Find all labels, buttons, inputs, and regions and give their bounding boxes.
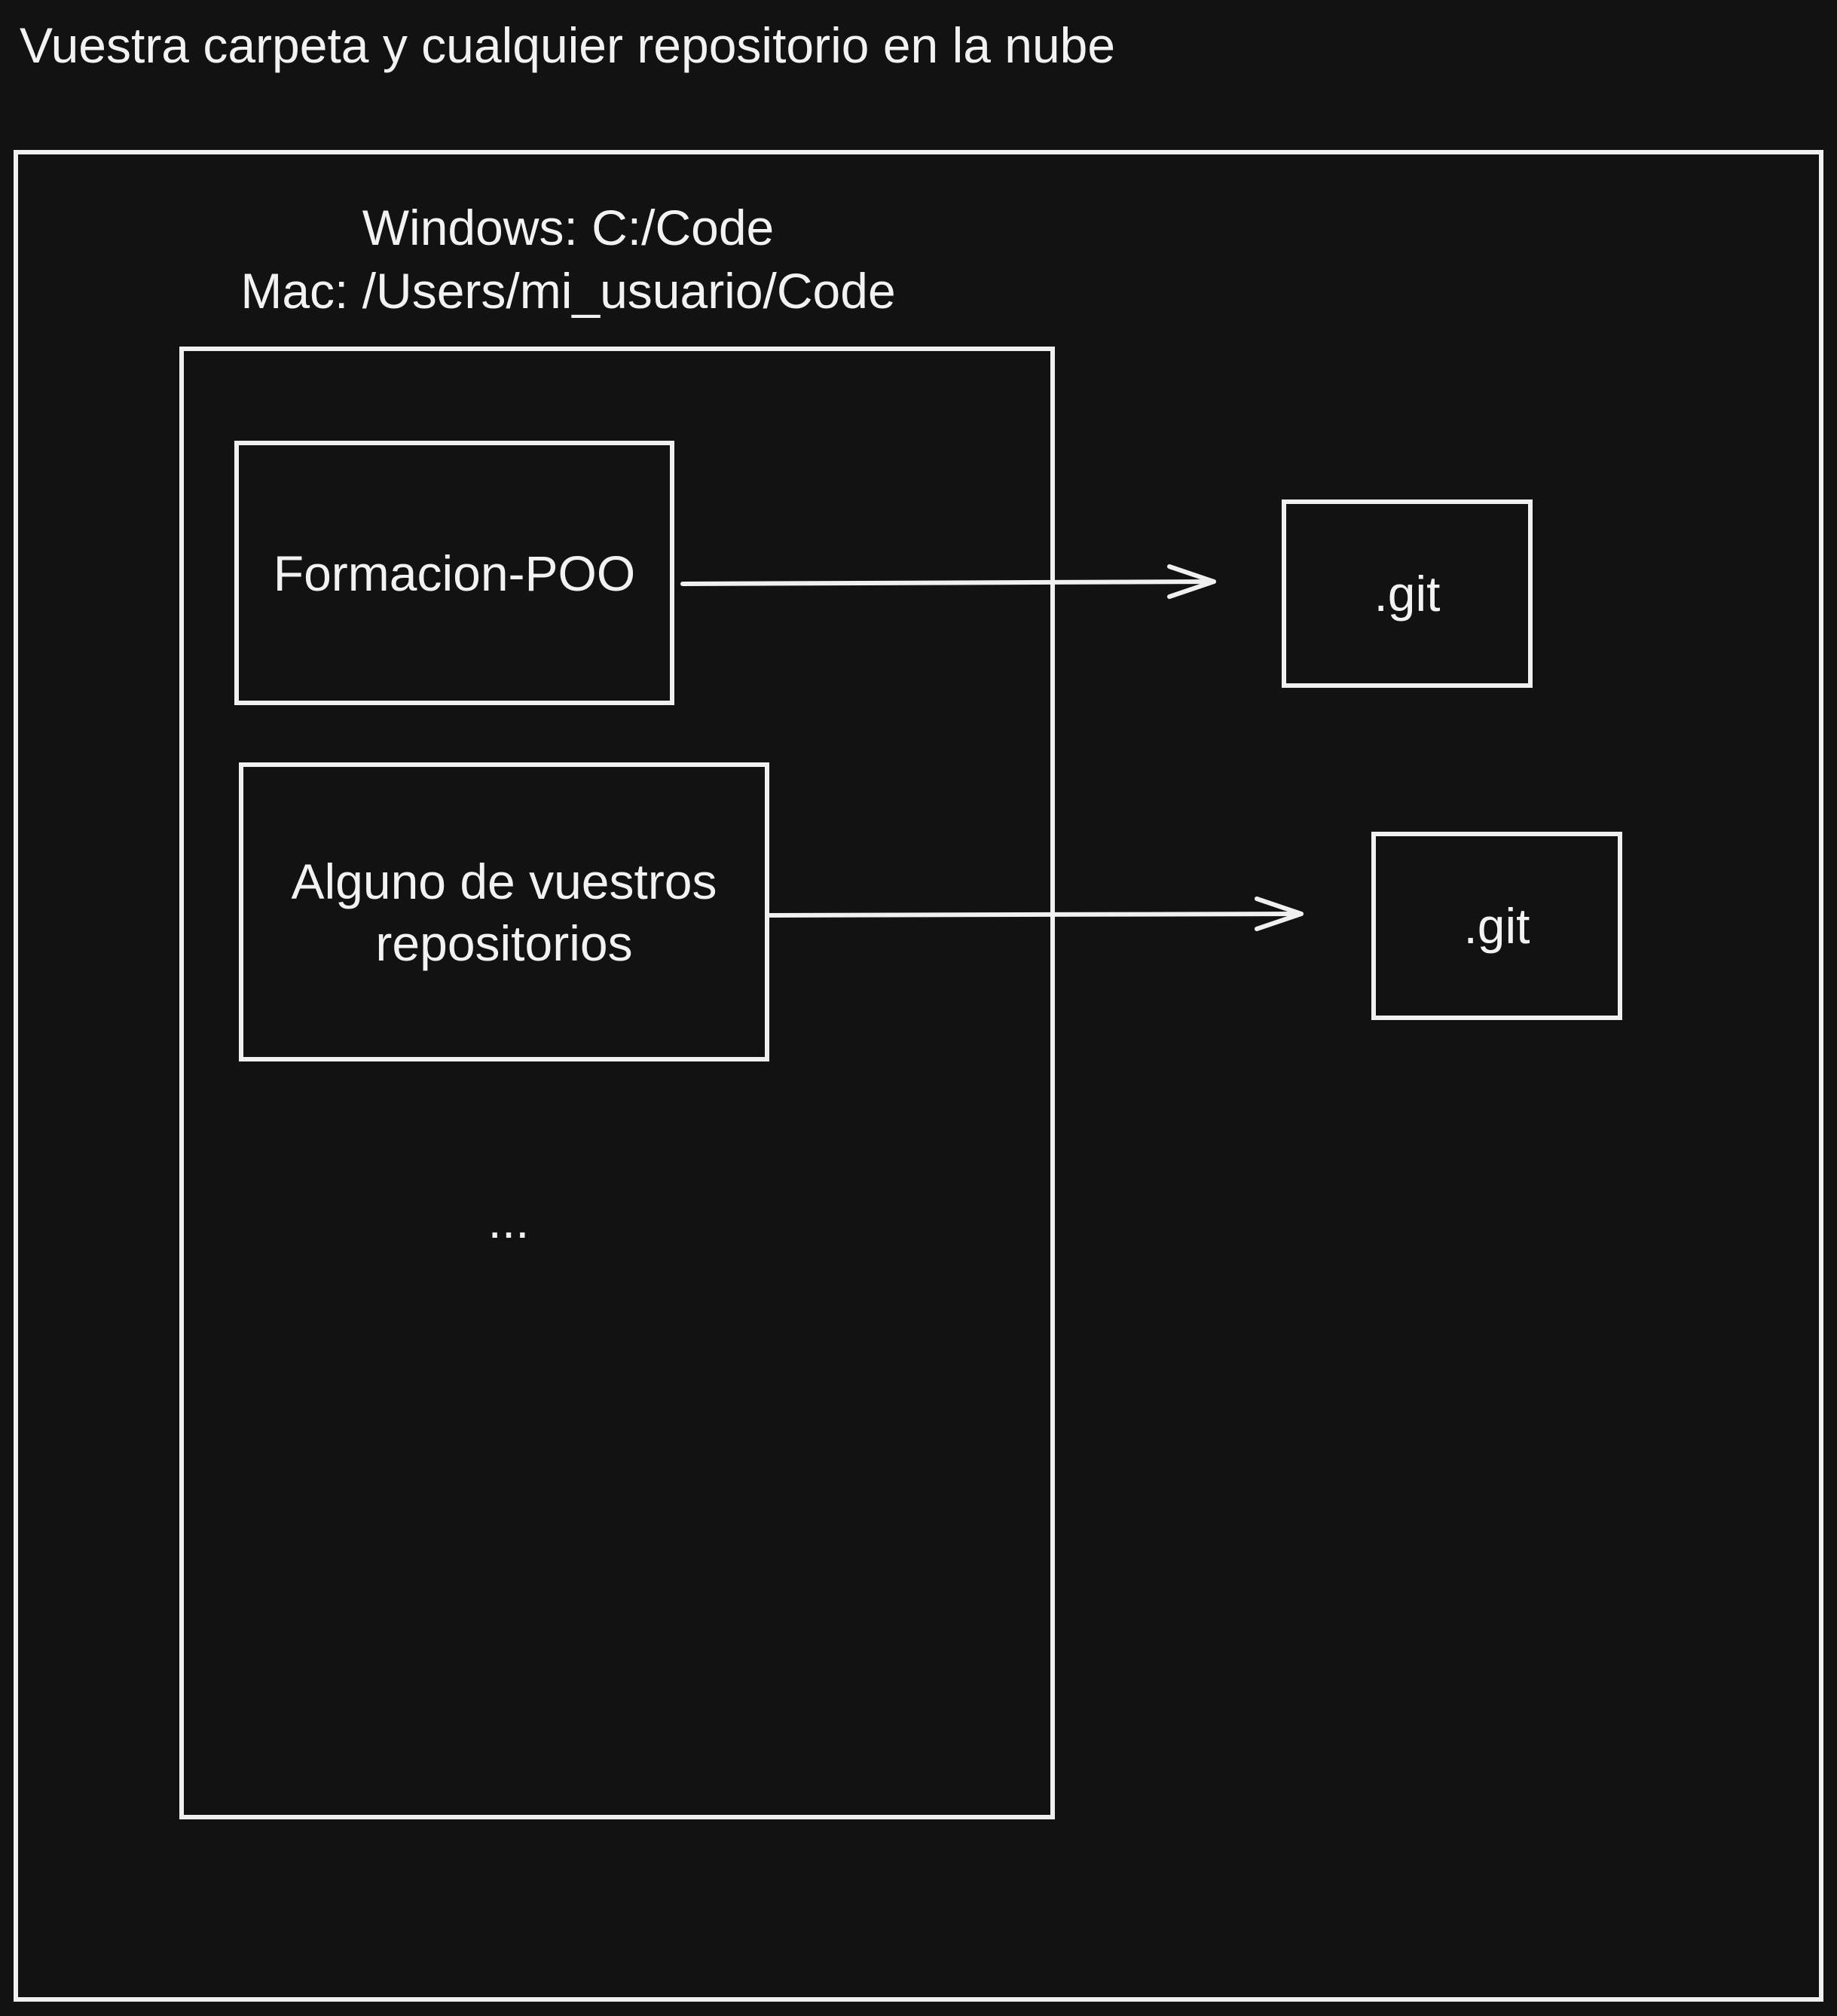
repo-node-label: Alguno de vuestros repositorios <box>291 851 717 974</box>
repo-node-other-repos: Alguno de vuestros repositorios <box>239 762 769 1061</box>
repo-node-label-line1: Alguno de vuestros <box>291 853 717 909</box>
code-folder-label-mac: Mac: /Users/mi_usuario/Code <box>240 263 896 319</box>
code-folder-box <box>179 347 1055 1819</box>
cloud-container <box>14 150 1823 2002</box>
git-node-label: .git <box>1374 566 1441 622</box>
repo-node-label-line2: repositorios <box>375 915 633 971</box>
repo-node-formacion-poo: Formacion-POO <box>234 441 674 705</box>
git-node-1: .git <box>1282 499 1533 688</box>
diagram-title: Vuestra carpeta y cualquier repositorio … <box>20 17 1116 73</box>
code-folder-label-windows: Windows: C:/Code <box>362 200 775 255</box>
more-repos-indicator: ... <box>488 1193 530 1248</box>
git-node-2: .git <box>1371 832 1622 1020</box>
repo-node-label: Formacion-POO <box>273 545 636 601</box>
git-node-label: .git <box>1463 898 1530 954</box>
code-folder-label: Windows: C:/Code Mac: /Users/mi_usuario/… <box>151 196 986 322</box>
